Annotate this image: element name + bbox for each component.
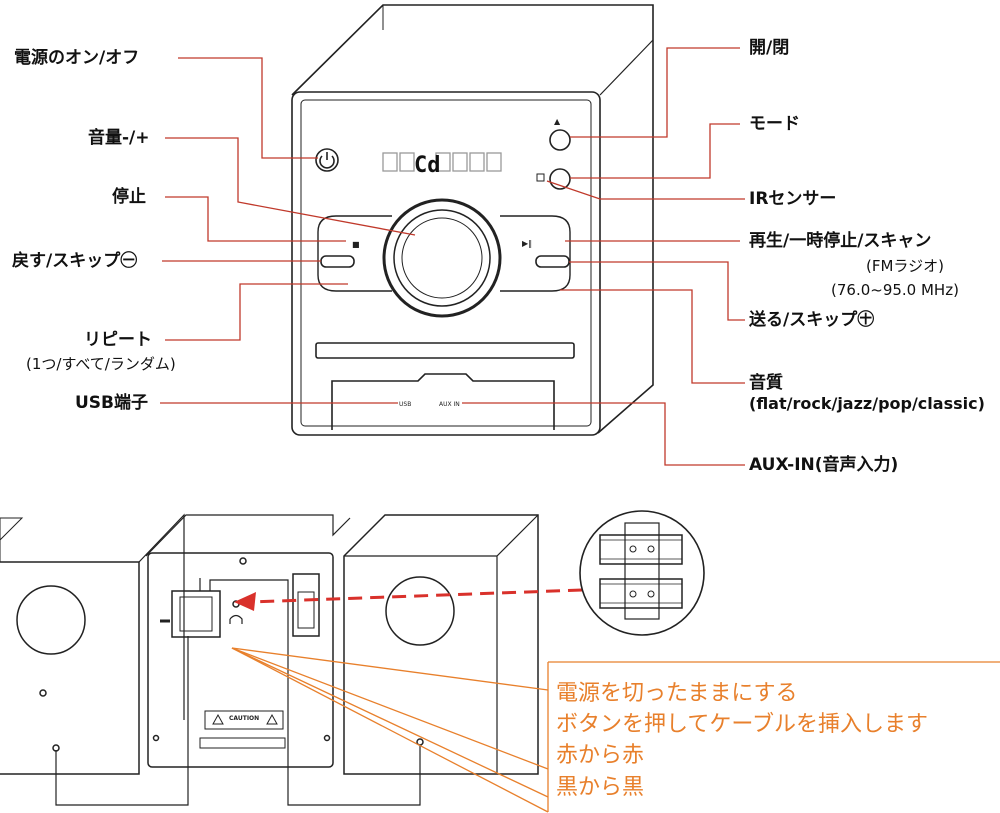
- power-button-shape: [315, 148, 339, 172]
- caution-label: [204, 710, 284, 730]
- main-unit-rear: [147, 552, 334, 768]
- mode-button-shape: [549, 168, 571, 190]
- note-line-1: 電源を切ったままにする: [556, 681, 798, 706]
- port-compartment: [331, 373, 555, 430]
- rating-label: [199, 737, 286, 749]
- eject-button-shape: [549, 129, 571, 151]
- terminal-zoom: [579, 510, 705, 636]
- right-speaker-woofer: [385, 576, 455, 646]
- label-repeat-detail: (1つ/すべて/ランダム): [26, 355, 176, 373]
- right-speaker: [343, 514, 539, 775]
- disc-slot: [315, 342, 575, 359]
- usb-port-label: USB: [399, 401, 411, 408]
- left-speaker: [0, 561, 140, 775]
- stop-icon: ■: [352, 240, 360, 249]
- next-button-shape: [535, 255, 570, 268]
- arrow-head: [234, 592, 256, 611]
- label-open-close: 開/閉: [749, 38, 790, 58]
- play-pause-icon: ▶‖: [522, 239, 532, 248]
- eject-icon: ▲: [554, 117, 561, 126]
- note-line-2: ボタンを押してケーブルを挿入します: [556, 712, 929, 737]
- label-fm-radio: (FMラジオ): [866, 257, 944, 275]
- power-icon: [319, 152, 335, 169]
- label-ir-sensor: IRセンサー: [749, 189, 837, 209]
- control-bar: [317, 215, 571, 292]
- lcd-text: Cd: [414, 153, 441, 178]
- note-line-4: 黒から黒: [556, 775, 645, 800]
- main-unit: [291, 4, 654, 436]
- label-next-skip: 送る/スキップ㊉: [749, 310, 875, 330]
- warning-icons: [212, 713, 278, 725]
- terminal-arrow: [249, 588, 583, 604]
- note-pointers: [231, 647, 1000, 813]
- headphone-icon: [229, 614, 243, 624]
- label-aux-in: AUX-IN(音声入力): [749, 455, 899, 475]
- label-sound-quality: 音質: [749, 373, 783, 393]
- label-power: 電源のオン/オフ: [14, 48, 140, 68]
- volume-knob: [382, 198, 502, 318]
- label-volume: 音量-/+: [88, 128, 150, 148]
- label-play-pause-scan: 再生/一時停止/スキャン: [749, 231, 932, 251]
- lcd-display: [382, 152, 502, 172]
- label-mode: モード: [749, 114, 800, 134]
- label-fm-range: (76.0~95.0 MHz): [831, 281, 959, 299]
- label-repeat: リピート: [84, 330, 152, 350]
- callout-lines: [160, 47, 745, 466]
- prev-button-shape: [320, 255, 355, 268]
- ir-sensor-shape: [536, 173, 545, 182]
- rear-view: [0, 513, 539, 806]
- antenna-port: [292, 573, 320, 637]
- label-usb: USB端子: [75, 393, 149, 413]
- aux-port-label: AUX IN: [439, 401, 460, 408]
- caution-text: CAUTION: [229, 715, 259, 722]
- label-sound-presets: (flat/rock/jazz/pop/classic): [749, 394, 985, 413]
- note-line-3: 赤から赤: [556, 743, 645, 768]
- label-stop: 停止: [112, 187, 146, 207]
- label-prev-skip: 戻す/スキップ㊀: [12, 251, 138, 271]
- front-panel: [291, 91, 601, 436]
- left-speaker-woofer: [16, 585, 86, 655]
- speaker-terminal: [171, 590, 221, 638]
